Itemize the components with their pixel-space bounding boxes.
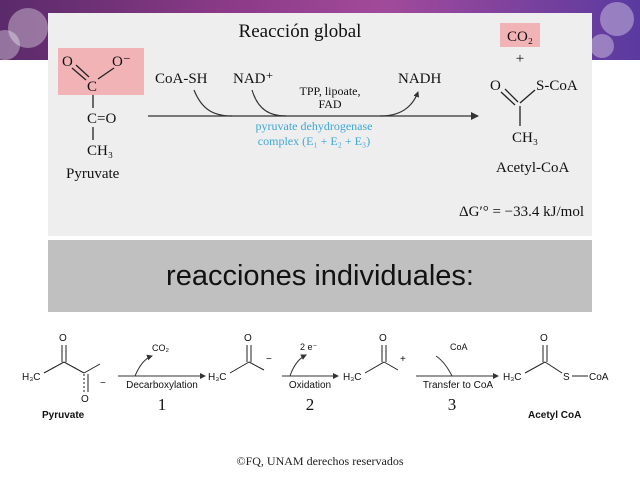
b-acoa-coa: CoA: [589, 372, 609, 383]
b-int1-bond-1: [229, 361, 250, 374]
b-step2-label: Oxidation: [289, 380, 331, 391]
acetylcoa-label: Acetyl-CoA: [496, 160, 569, 176]
bond-acetyl-cs: [519, 89, 536, 104]
b-acoa-bond-1: [524, 361, 546, 374]
b-step1-number: 1: [158, 395, 167, 414]
bond-c1-o-double-b: [75, 64, 90, 78]
b-int1-o: O: [244, 333, 252, 344]
b-acoa-bond-2: [544, 361, 563, 374]
nad-label: NAD⁺: [233, 71, 273, 87]
overall-title: Reacción global: [239, 21, 362, 42]
b-acoa-s: S: [563, 372, 570, 383]
acetylcoa-ch3: CH₃: [512, 130, 538, 146]
b-pyr-minus: −: [100, 378, 106, 389]
carboxyl-highlight: [58, 48, 144, 95]
bond-acetyl-co-b: [504, 88, 519, 103]
plus-sign: +: [516, 51, 524, 67]
b-acoa-h3c: H₃C: [503, 372, 522, 383]
co2-highlight: [500, 23, 540, 47]
copyright-footer: ©FQ, UNAM derechos reservados: [236, 454, 404, 468]
b-step1-label: Decarboxylation: [126, 380, 198, 391]
cofactors-line2: FAD: [318, 97, 341, 111]
enzyme-line2: complex (E₁ + E₂ + E₃): [258, 134, 370, 148]
nad-curve: [251, 89, 287, 117]
b-int1-bond-2: [248, 361, 265, 371]
section-band: reacciones individuales:: [48, 240, 592, 312]
b-acetylcoa-label: Acetyl CoA: [528, 410, 581, 421]
b-int2-bond-2: [383, 361, 399, 371]
co2-product: CO₂: [507, 29, 533, 45]
pyruvate-ch3: CH₃: [87, 143, 113, 159]
coa-sh-label: CoA-SH: [155, 71, 208, 87]
pyruvate-c1: C: [87, 79, 97, 95]
cofactors-line1: TPP, lipoate,: [299, 84, 360, 98]
pyruvate-label: Pyruvate: [66, 166, 120, 182]
b-step3-number: 3: [448, 395, 457, 414]
b-co2-curve: [134, 354, 153, 377]
pyruvate-o-minus: O⁻: [112, 54, 131, 70]
b-pyr-o-bottom: O: [81, 394, 89, 405]
nadh-curve: [379, 91, 420, 117]
b-pyr-bond-3: [83, 363, 101, 374]
b-coa-reagent: CoA: [450, 342, 468, 352]
b-int2-o: O: [379, 333, 387, 344]
b-pyruvate-label: Pyruvate: [42, 410, 85, 421]
b-step3-label: Transfer to CoA: [423, 380, 494, 391]
delta-g-value: ΔG′° = −33.4 kJ/mol: [459, 204, 584, 220]
bond-c1-o-double-a: [71, 67, 87, 81]
pyruvate-c2-keto: C=O: [87, 111, 116, 127]
coa-sh-curve: [193, 89, 233, 117]
b-int2-bond-1: [364, 361, 385, 374]
b-int2-plus: +: [400, 354, 406, 365]
bokeh-circle: [0, 30, 20, 60]
b-pyr-o-top: O: [59, 333, 67, 344]
b-int2-h3c: H₃C: [343, 372, 362, 383]
b-2e-curve: [289, 354, 307, 377]
b-pyr-h3c: H₃C: [22, 372, 41, 383]
b-co2-label: CO₂: [152, 343, 170, 353]
b-pyr-bond-2: [63, 361, 85, 374]
enzyme-line1: pyruvate dehydrogenase: [256, 119, 373, 133]
b-pyr-bond-1: [43, 361, 65, 374]
b-coa-curve: [435, 355, 453, 377]
section-heading: reacciones individuales:: [166, 260, 474, 292]
bokeh-circle: [600, 2, 634, 36]
b-step2-number: 2: [306, 395, 315, 414]
acetylcoa-scoa: S-CoA: [536, 78, 578, 94]
acetylcoa-o: O: [490, 78, 501, 94]
bond-acetyl-co-a: [500, 91, 516, 106]
b-int1-minus: −: [266, 354, 272, 365]
b-int1-h3c: H₃C: [208, 372, 227, 383]
b-2e-label: 2 e⁻: [300, 342, 318, 352]
pyruvate-o-left: O: [62, 54, 73, 70]
bokeh-circle: [590, 34, 614, 58]
bond-c1-o-minus: [97, 67, 115, 80]
bokeh-circle: [8, 8, 48, 48]
b-acoa-o: O: [540, 333, 548, 344]
nadh-label: NADH: [398, 71, 441, 87]
